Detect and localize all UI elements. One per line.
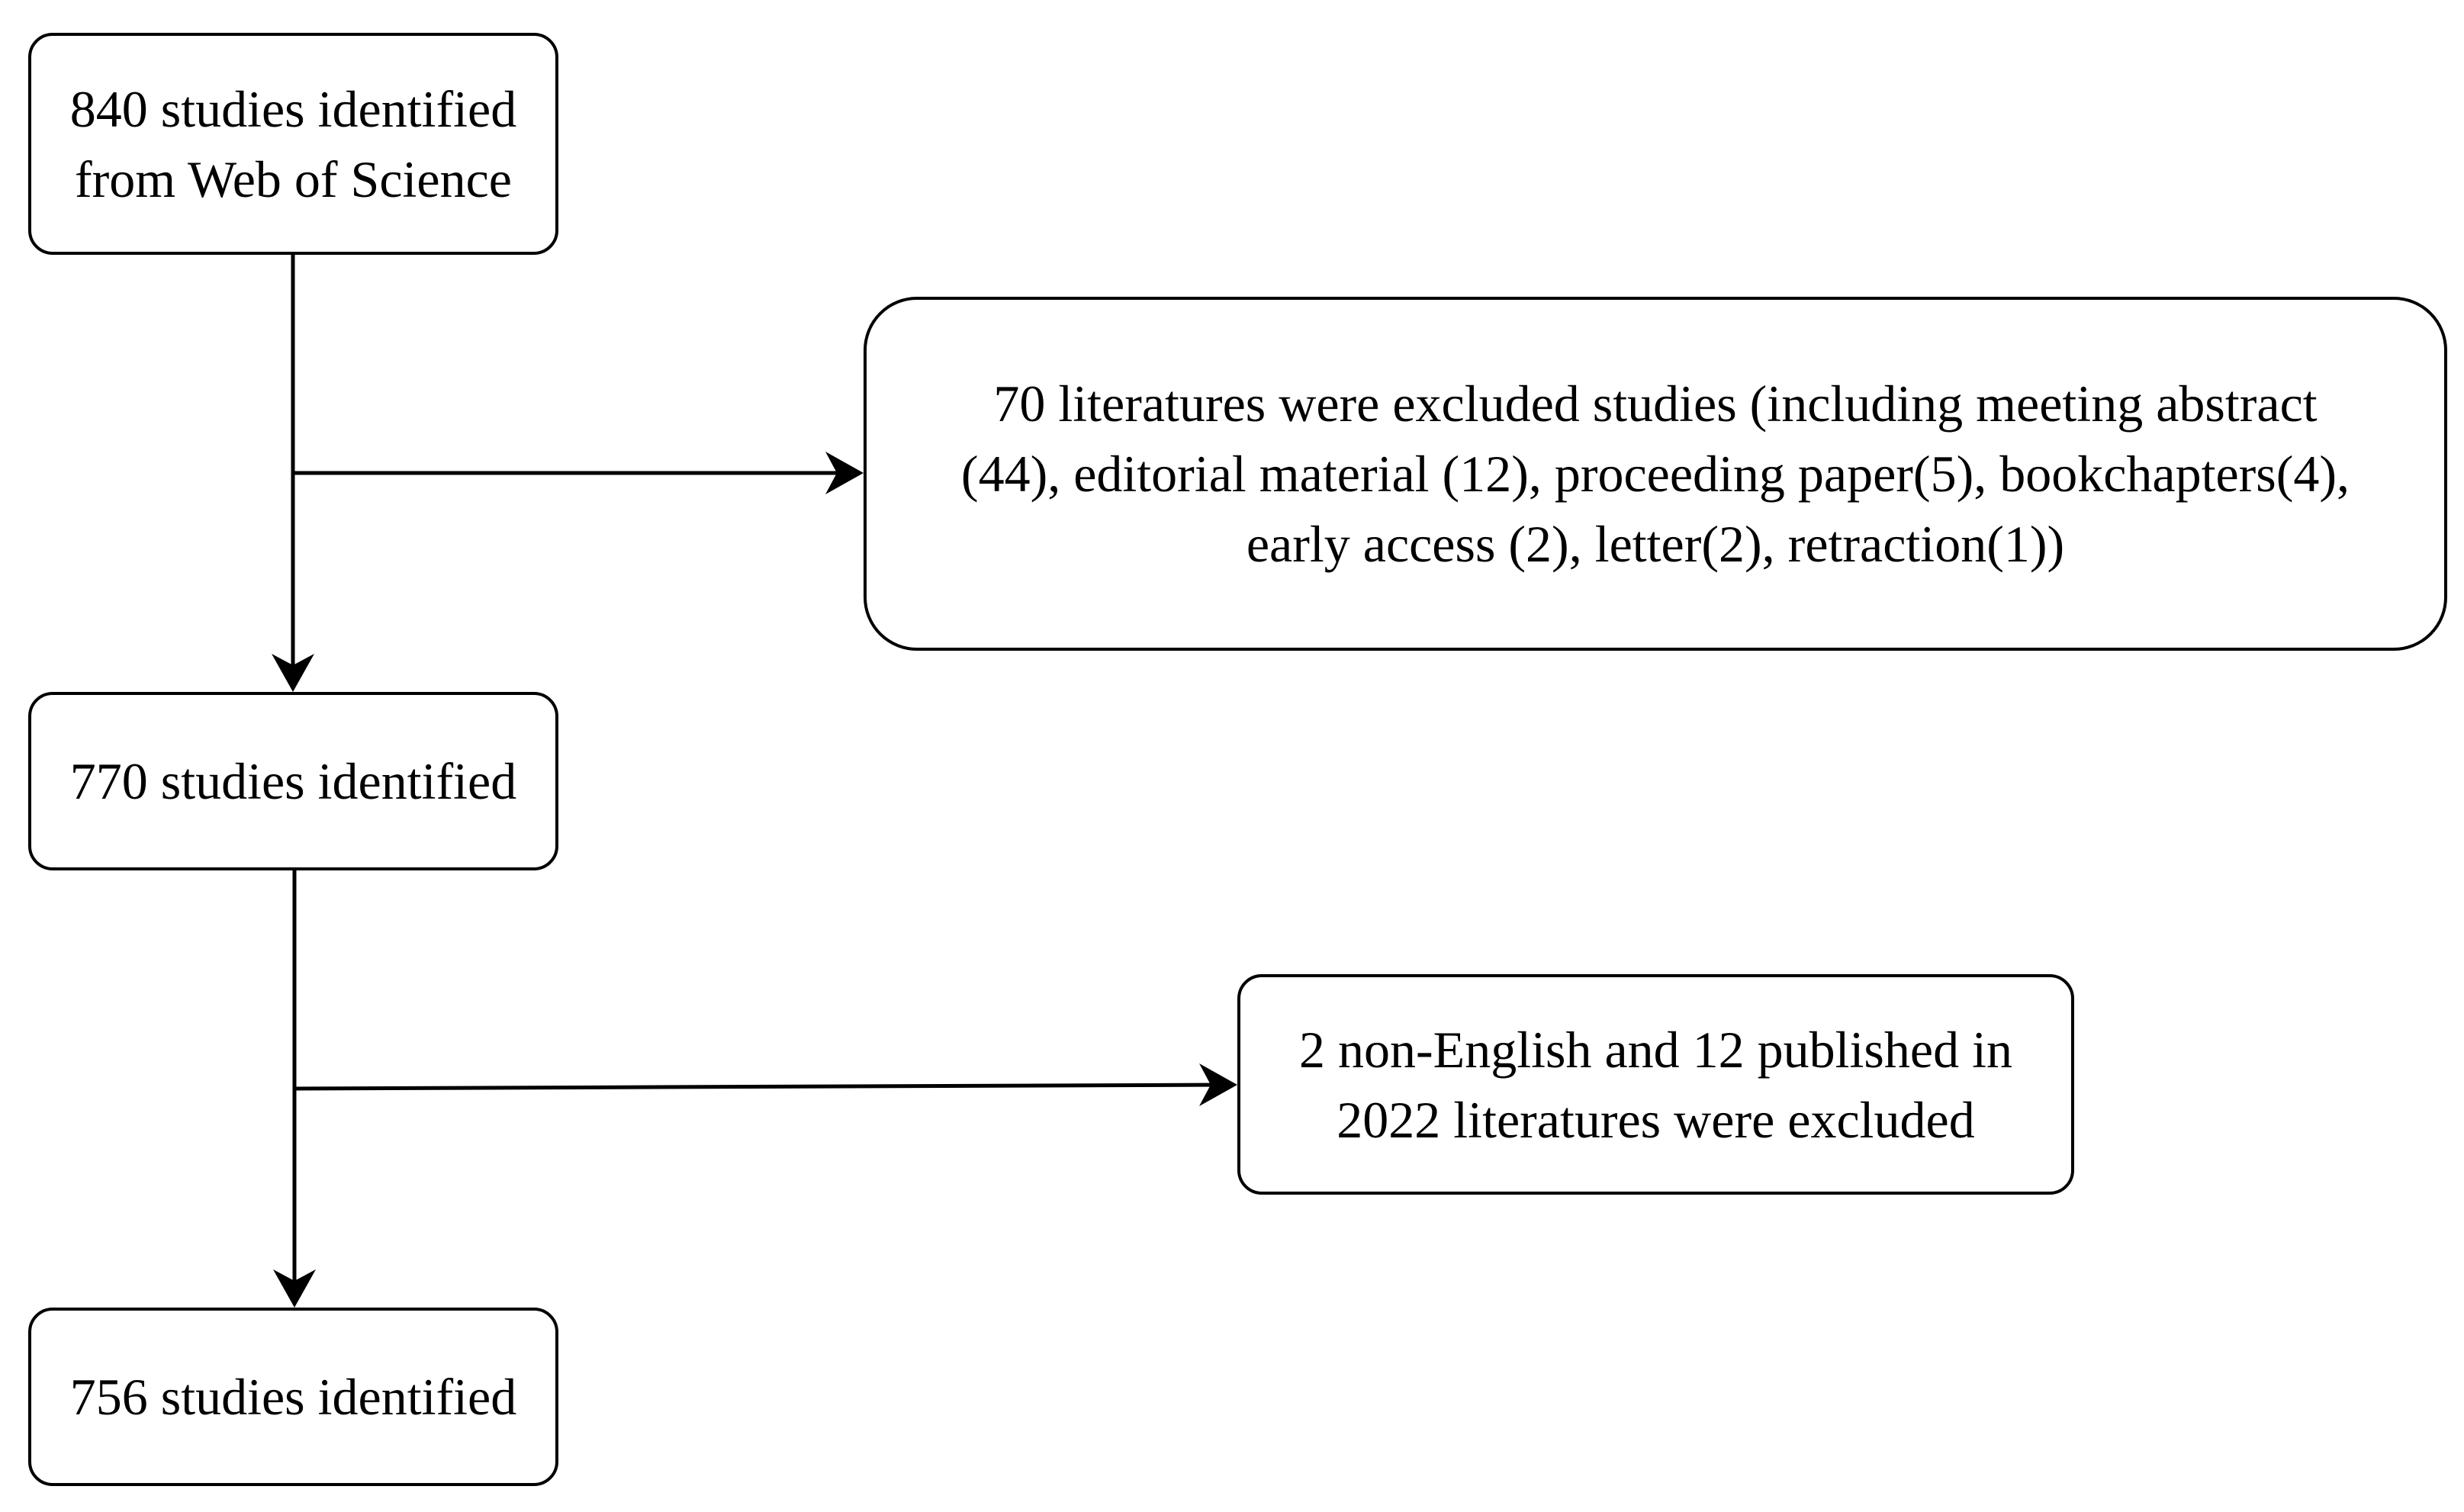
node-70-line3: early access (2), letter(2), retraction(… [1246, 515, 2065, 573]
node-756-studies: 756 studies identified [28, 1308, 558, 1486]
node-770-studies: 770 studies identified [28, 692, 558, 870]
connector-770-to-2 [294, 1083, 1223, 1091]
arrowhead-2 [1199, 1063, 1237, 1106]
node-2-line1: 2 non-English and 12 published in [1299, 1020, 2012, 1079]
arrowhead-756 [273, 1269, 316, 1308]
node-70-line2: (44), editorial material (12), proceedin… [960, 445, 2350, 503]
node-840-line2: from Web of Science [75, 150, 512, 208]
arrowhead-770 [272, 654, 314, 692]
node-70-excluded: 70 literatures were excluded studies (in… [864, 297, 2447, 651]
node-70-line1: 70 literatures were excluded studies (in… [993, 375, 2318, 433]
node-840-line1: 840 studies identified [69, 79, 517, 138]
node-2-excluded: 2 non-English and 12 published in 2022 l… [1237, 974, 2074, 1195]
node-840-studies: 840 studies identified from Web of Scien… [28, 33, 558, 255]
node-770-line1: 770 studies identified [69, 752, 517, 810]
node-2-line2: 2022 literatures were excluded [1337, 1090, 1975, 1149]
node-756-line1: 756 studies identified [69, 1368, 517, 1426]
arrowhead-70 [825, 452, 864, 494]
